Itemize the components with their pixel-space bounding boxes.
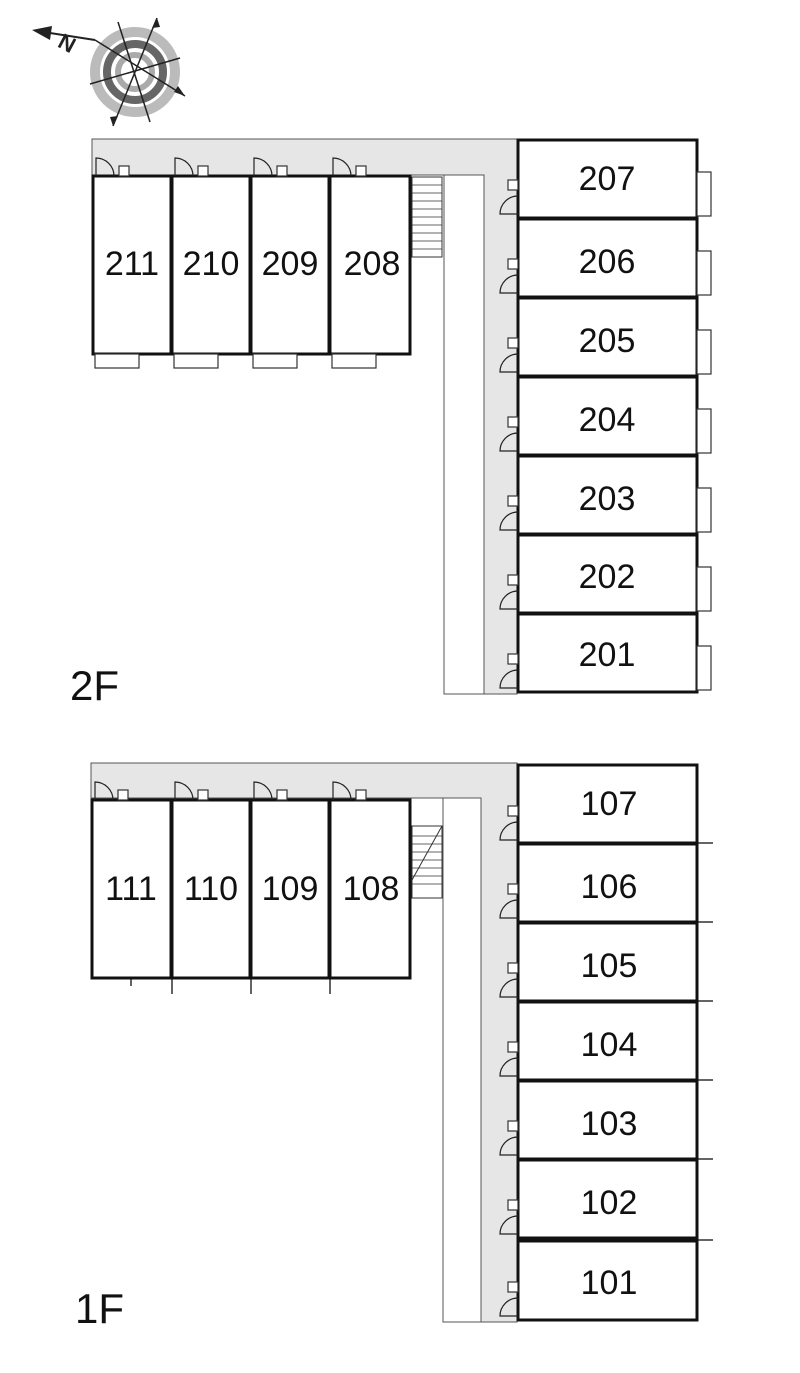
floor-label-1f: 1F <box>75 1285 124 1332</box>
unit-106: 106 <box>499 842 713 924</box>
unit-209: 209 <box>249 157 331 369</box>
unit-202: 202 <box>499 533 712 615</box>
unit-105: 105 <box>499 921 713 1003</box>
room-label: 101 <box>581 1264 638 1302</box>
room-label: 206 <box>579 243 636 281</box>
unit-207: 207 <box>499 138 712 220</box>
room-label: 104 <box>581 1026 638 1064</box>
room-label: 102 <box>581 1184 638 1222</box>
unit-206: 206 <box>499 217 712 299</box>
room-label: 109 <box>262 870 319 908</box>
unit-102: 102 <box>499 1158 713 1241</box>
room-label: 211 <box>105 245 159 283</box>
room-label: 105 <box>581 947 638 985</box>
unit-205: 205 <box>499 296 712 378</box>
unit-101: 101 <box>499 1239 699 1322</box>
compass-icon: N <box>32 17 186 127</box>
unit-109: 109 <box>249 781 331 994</box>
room-label: 111 <box>105 870 157 908</box>
room-label: 201 <box>579 636 636 674</box>
room-label: 208 <box>344 245 401 283</box>
floor-2f: 211 210 209 208 20 <box>70 138 712 709</box>
compass-north-label: N <box>54 28 80 58</box>
unit-210: 210 <box>170 157 252 369</box>
unit-103: 103 <box>499 1079 713 1161</box>
room-label: 110 <box>184 870 238 908</box>
unit-208: 208 <box>328 157 412 369</box>
room-label: 209 <box>262 245 319 283</box>
unit-108: 108 <box>328 781 412 994</box>
unit-111: 111 <box>90 781 173 986</box>
unit-201: 201 <box>499 612 712 694</box>
unit-203: 203 <box>499 454 712 536</box>
room-label: 107 <box>581 785 638 823</box>
room-label: 203 <box>579 480 636 518</box>
room-label: 106 <box>581 868 638 906</box>
unit-211: 211 <box>91 157 173 369</box>
room-label: 202 <box>579 558 636 596</box>
unit-110: 110 <box>170 781 252 994</box>
room-label: 204 <box>579 401 636 439</box>
floor-label-2f: 2F <box>70 662 119 709</box>
unit-107: 107 <box>499 763 713 845</box>
room-label: 103 <box>581 1105 638 1143</box>
floor-1f: 111 110 109 108 10 <box>75 762 713 1332</box>
stair-2f <box>411 176 443 258</box>
room-label: 205 <box>579 322 636 360</box>
room-label: 210 <box>183 245 240 283</box>
room-label: 207 <box>579 160 636 198</box>
unit-204: 204 <box>499 375 712 457</box>
unit-104: 104 <box>499 1000 713 1082</box>
stair-1f <box>411 825 443 899</box>
room-label: 108 <box>343 870 400 908</box>
